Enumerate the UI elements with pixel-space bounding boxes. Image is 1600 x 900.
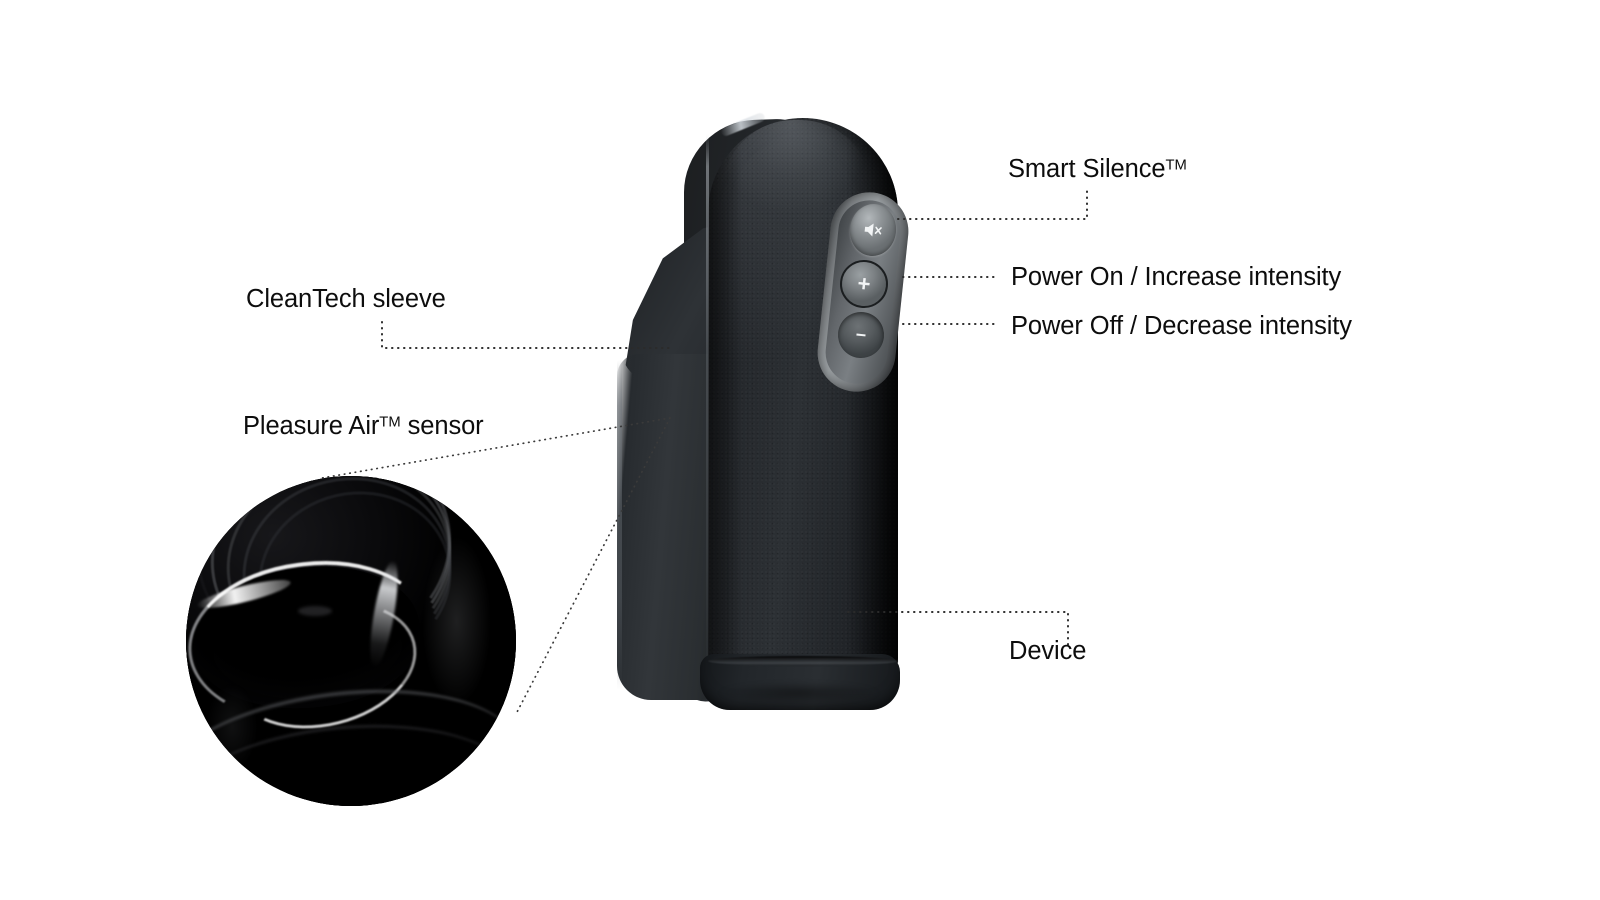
callout-label-device: Device (1009, 635, 1086, 668)
trademark-superscript: TM (1165, 157, 1187, 174)
callout-label-text: Device (1009, 637, 1087, 665)
product-illustration: + − (600, 108, 920, 710)
callout-label-text: Smart Silence (1008, 155, 1166, 183)
callout-label-power-off: Power Off / Decrease intensity (1011, 310, 1352, 343)
speaker-mute-icon (864, 223, 882, 237)
callout-label-suffix: sensor (400, 412, 484, 440)
callout-label-cleantech-sleeve: CleanTech sleeve (246, 283, 446, 316)
callout-label-text: Pleasure Air (243, 412, 380, 440)
inset-edge-sheen (186, 476, 516, 806)
device-contact-shadow (686, 680, 912, 706)
callout-label-text: CleanTech sleeve (246, 285, 446, 313)
pleasure-air-sensor-inset (186, 476, 516, 806)
plus-icon: + (856, 270, 872, 297)
minus-icon: − (854, 324, 868, 346)
device-base-groove (708, 656, 898, 666)
trademark-superscript: TM (379, 414, 401, 431)
sensor-inner-reflection (298, 606, 332, 616)
callout-label-text: Power Off / Decrease intensity (1011, 312, 1352, 340)
sleeve-edge-highlight (617, 360, 622, 690)
callout-label-power-on: Power On / Increase intensity (1011, 261, 1341, 294)
callout-label-smart-silence: Smart SilenceTM (1008, 153, 1187, 186)
callout-label-text: Power On / Increase intensity (1011, 263, 1342, 291)
leader-smart-silence (897, 185, 1088, 220)
shell-seam (706, 133, 709, 675)
callout-label-pleasure-air-sensor: Pleasure AirTM sensor (243, 410, 484, 443)
mute-button[interactable] (847, 201, 899, 259)
body-left-shading (708, 118, 742, 688)
